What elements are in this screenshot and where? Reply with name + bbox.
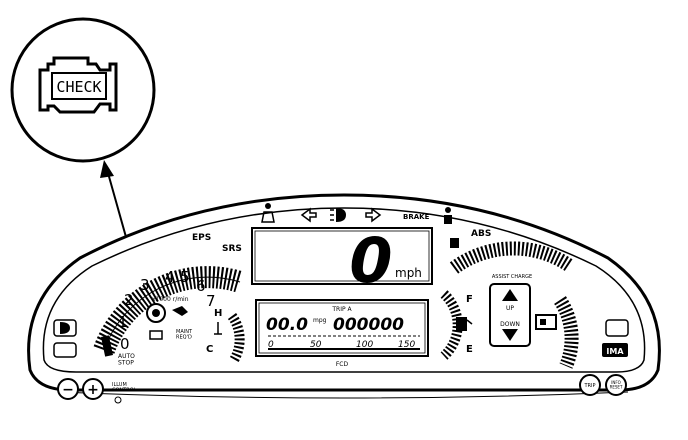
- ima-indicator: IMA: [606, 347, 624, 356]
- left-side-indicators: [53, 319, 77, 358]
- tach-tick-2: 2: [124, 291, 134, 309]
- illum-plus-button[interactable]: [82, 378, 104, 400]
- fuel-full-label: F: [466, 294, 473, 305]
- assist-charge-label: ASSIST CHARGE: [492, 274, 532, 280]
- battery-charge-icon: [535, 314, 557, 330]
- trip-value: 000000: [333, 315, 404, 335]
- speed-unit: mph: [395, 266, 422, 280]
- trip-label: TRIP A: [331, 306, 352, 313]
- right-side-indicators: IMA: [602, 319, 629, 357]
- down-label: DOWN: [500, 321, 520, 328]
- tach-tick-1: 1: [118, 313, 128, 331]
- coolant-temp-icon: [214, 322, 222, 335]
- battery-icon: [149, 330, 163, 340]
- fcd-scale-150: 150: [398, 340, 415, 350]
- airbag-icon: [444, 207, 452, 224]
- fuel-empty-label: E: [466, 344, 473, 355]
- illum-icon: [114, 396, 122, 404]
- up-arrow-icon[interactable]: [502, 289, 518, 301]
- oil-pressure-icon: [172, 306, 188, 316]
- tach-tick-6: 6: [196, 277, 206, 295]
- fuel-door-icon: [450, 238, 459, 248]
- speedometer: 0 mph: [251, 224, 433, 297]
- seatbelt-icon: [261, 203, 275, 223]
- minus-label: −: [62, 382, 74, 398]
- temp-hot-label: H: [214, 308, 222, 319]
- brake-indicator: BRAKE: [403, 213, 430, 221]
- fcd-scale-100: 100: [356, 340, 373, 350]
- srs-indicator: SRS: [222, 244, 242, 254]
- check-engine-icon: CHECK: [38, 56, 118, 114]
- info-reset-button[interactable]: [605, 374, 627, 396]
- fcd-scale-50: 50: [310, 340, 322, 350]
- trip-button[interactable]: [579, 374, 601, 396]
- tach-unit: x1000 r/min: [152, 296, 189, 303]
- abs-indicator: ABS: [471, 229, 491, 239]
- fuel-gauge: F E: [440, 290, 473, 360]
- fcd-scale-0: 0: [268, 340, 274, 350]
- fog-light-icon: [60, 322, 70, 334]
- turn-left-icon: [300, 207, 317, 223]
- engine-oil-icon: [146, 303, 166, 323]
- down-arrow-icon[interactable]: [502, 329, 518, 341]
- up-label: UP: [506, 305, 514, 312]
- tach-tick-0: 0: [120, 335, 130, 353]
- updown-switch[interactable]: UP DOWN: [489, 283, 531, 347]
- ima-indicator-box: [602, 343, 628, 357]
- check-label: CHECK: [56, 78, 101, 96]
- temp-cold-label: C: [206, 344, 213, 355]
- eps-indicator: EPS: [192, 233, 211, 243]
- mpg-value: 00.0: [266, 315, 308, 335]
- trip-button-label: TRIP: [583, 383, 595, 389]
- fcd-label: FCD: [336, 361, 349, 368]
- plus-label: +: [87, 382, 99, 398]
- illum-minus-button[interactable]: [57, 378, 79, 400]
- tach-tick-3: 3: [140, 276, 150, 294]
- trip-display: TRIP A 00.0 mpg 000000 0 50 100 150 FCD: [255, 299, 429, 368]
- tach-tick-4: 4: [165, 268, 175, 286]
- assist-charge-gauge: ASSIST CHARGE: [449, 241, 579, 369]
- headlight-icon: [330, 208, 346, 222]
- top-indicator-row: BRAKE EPS SRS ABS: [192, 203, 491, 254]
- callout: CHECK: [10, 17, 156, 163]
- turn-right-icon: [365, 207, 382, 223]
- auto-stop-indicator: [101, 335, 113, 357]
- speed-value: 0: [349, 224, 392, 297]
- blank-indicator-left: [53, 342, 77, 358]
- blank-indicator-right: [605, 319, 629, 337]
- fuel-pump-icon: [456, 317, 473, 331]
- tach-tick-7: 7: [206, 292, 216, 310]
- tach-tick-5: 5: [180, 268, 190, 286]
- mpg-unit: mpg: [313, 317, 327, 324]
- temperature-gauge: H C: [206, 308, 245, 363]
